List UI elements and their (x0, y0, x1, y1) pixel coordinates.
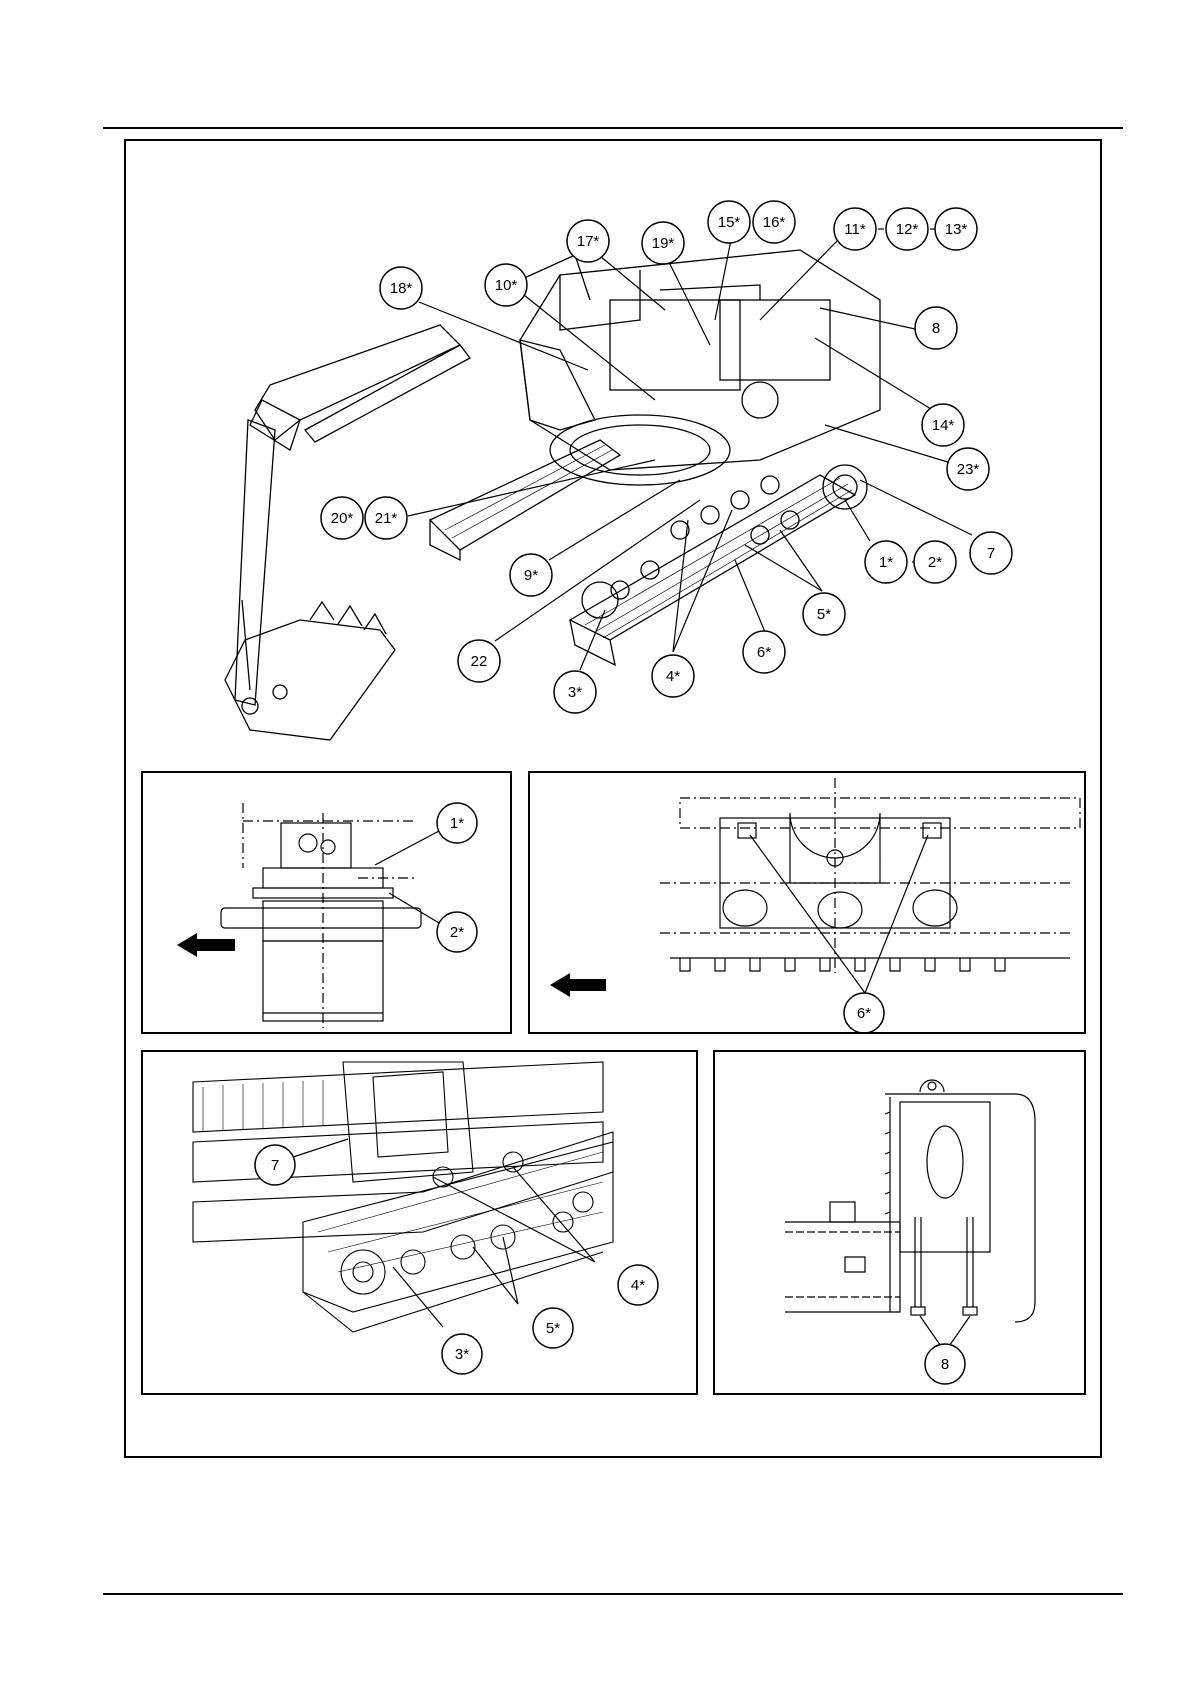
svg-text:2*: 2* (450, 924, 464, 941)
svg-text:16*: 16* (763, 214, 786, 231)
callout-detail-2: 2* (437, 912, 477, 952)
track-roller-diagram: 7 4* 5* 3* (143, 1052, 696, 1393)
svg-text:21*: 21* (375, 510, 398, 527)
svg-text:7: 7 (271, 1157, 279, 1174)
guard-diagram: 6* (530, 773, 1084, 1032)
travel-motor-diagram: 1* 2* (143, 773, 510, 1032)
svg-text:3*: 3* (568, 684, 582, 701)
svg-text:6*: 6* (757, 644, 771, 661)
bottom-rule (103, 1593, 1123, 1595)
detail-travel-motor-panel: 1* 2* (141, 771, 512, 1034)
svg-text:14*: 14* (932, 417, 955, 434)
callout-13: 13* (935, 208, 977, 250)
svg-text:2*: 2* (928, 554, 942, 571)
callout-counterweight-8: 8 (925, 1344, 965, 1384)
svg-text:19*: 19* (652, 235, 675, 252)
direction-arrow-icon (550, 973, 606, 997)
callout-10: 10* (485, 264, 527, 306)
callout-6: 6* (743, 631, 785, 673)
svg-text:3*: 3* (455, 1346, 469, 1363)
callout-17: 17* (567, 220, 609, 262)
callout-11: 11* (834, 208, 876, 250)
svg-text:8: 8 (941, 1356, 949, 1373)
svg-text:11*: 11* (844, 221, 866, 238)
callout-8: 8 (915, 307, 957, 349)
detail-guard-panel: 6* (528, 771, 1086, 1034)
svg-text:8: 8 (932, 320, 940, 337)
svg-text:23*: 23* (957, 461, 980, 478)
callout-7: 7 (970, 532, 1012, 574)
svg-text:5*: 5* (817, 606, 831, 623)
svg-text:5*: 5* (546, 1320, 560, 1337)
svg-text:1*: 1* (879, 554, 893, 571)
callout-14: 14* (922, 404, 964, 446)
callout-12: 12* (886, 208, 928, 250)
svg-text:15*: 15* (718, 214, 741, 231)
callout-2: 2* (914, 541, 956, 583)
callout-18: 18* (380, 267, 422, 309)
svg-text:13*: 13* (945, 221, 968, 238)
callout-1: 1* (865, 541, 907, 583)
svg-text:7: 7 (987, 545, 995, 562)
main-callouts: 18* 10* 17* 19* 15* 16* 11* 12* 13* 8 14… (321, 201, 1012, 713)
callout-detail-1: 1* (437, 803, 477, 843)
svg-text:17*: 17* (577, 233, 600, 250)
callout-22: 22 (458, 640, 500, 682)
callout-21: 21* (365, 497, 407, 539)
svg-text:6*: 6* (857, 1005, 871, 1022)
svg-text:4*: 4* (666, 668, 680, 685)
svg-text:9*: 9* (524, 567, 538, 584)
detail-counterweight-panel: 8 (713, 1050, 1086, 1395)
excavator-drawing (225, 250, 880, 740)
callout-track-7: 7 (255, 1145, 295, 1185)
callout-detail-6: 6* (844, 993, 884, 1032)
excavator-overview-diagram: 18* 10* 17* 19* 15* 16* 11* 12* 13* 8 14… (126, 141, 1100, 761)
callout-9: 9* (510, 554, 552, 596)
svg-text:10*: 10* (495, 277, 518, 294)
callout-track-3: 3* (442, 1334, 482, 1374)
callout-track-5: 5* (533, 1308, 573, 1348)
svg-text:20*: 20* (331, 510, 354, 527)
detail-track-panel: 7 4* 5* 3* (141, 1050, 698, 1395)
callout-20: 20* (321, 497, 363, 539)
svg-text:4*: 4* (631, 1277, 645, 1294)
svg-text:1*: 1* (450, 815, 464, 832)
svg-text:12*: 12* (896, 221, 919, 238)
callout-19: 19* (642, 222, 684, 264)
top-rule (103, 127, 1123, 129)
callout-5: 5* (803, 593, 845, 635)
callout-15: 15* (708, 201, 750, 243)
direction-arrow-icon (177, 933, 235, 957)
callout-3: 3* (554, 671, 596, 713)
callout-23: 23* (947, 448, 989, 490)
svg-text:18*: 18* (390, 280, 413, 297)
callout-16: 16* (753, 201, 795, 243)
svg-text:22: 22 (471, 653, 488, 670)
main-leader-lines (408, 240, 972, 670)
callout-track-4: 4* (618, 1265, 658, 1305)
callout-4: 4* (652, 655, 694, 697)
counterweight-diagram: 8 (715, 1052, 1084, 1393)
